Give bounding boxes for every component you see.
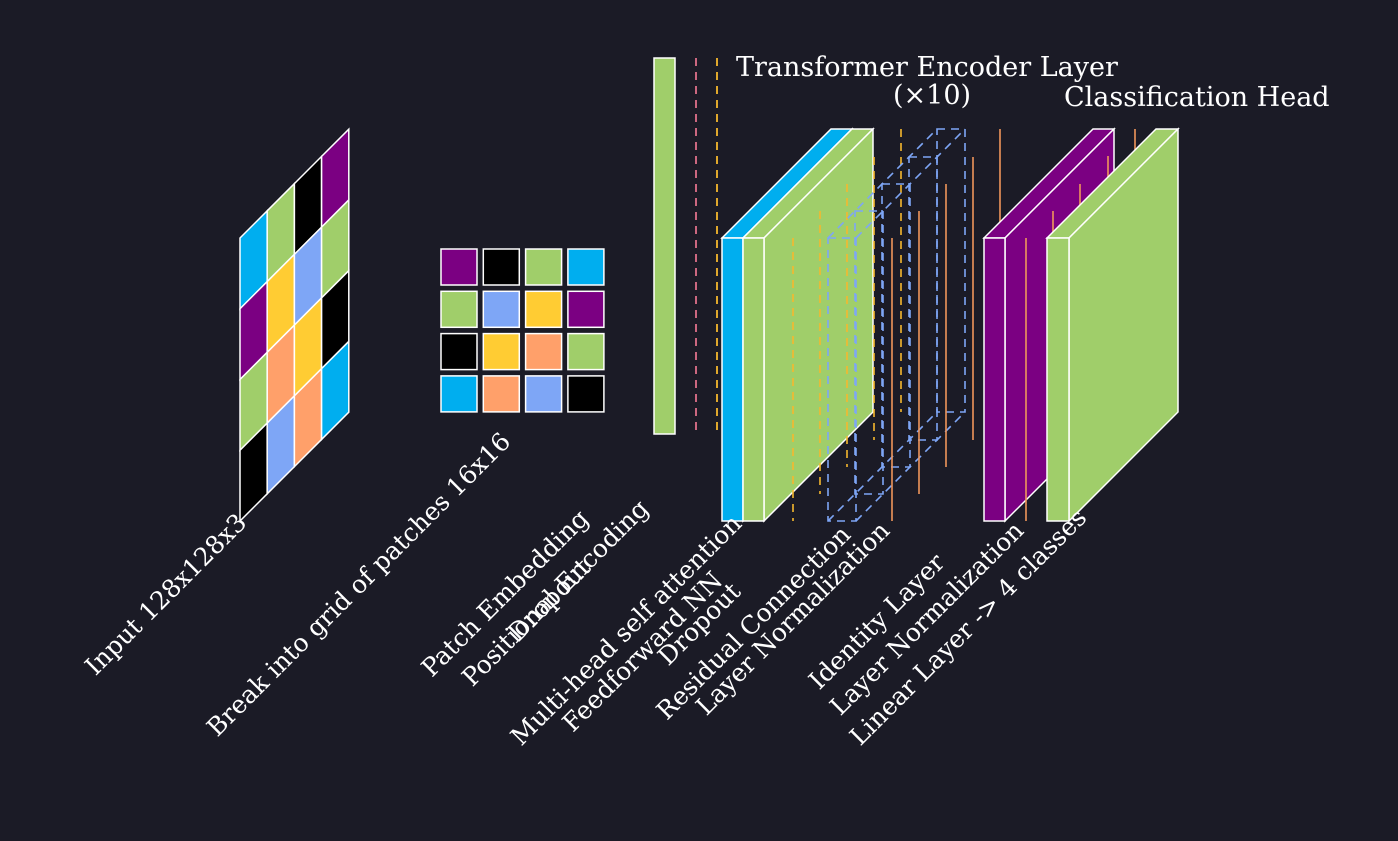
patch-cell (524, 290, 563, 329)
patch-cell (524, 248, 563, 286)
patch-grid (440, 248, 605, 413)
identity-block-front (983, 237, 1006, 522)
patch-cell (524, 332, 563, 371)
input-label: Input 128x128x3 (79, 508, 252, 681)
patch-cell (567, 375, 605, 413)
input-image-grid (239, 127, 350, 523)
transformer-encoder-block (720, 127, 1001, 523)
head-title: Classification Head (1064, 82, 1330, 113)
patch-cell (440, 375, 478, 413)
patch-cell (482, 248, 521, 286)
patch-cell (482, 332, 521, 371)
encoder-dropout-lines (792, 129, 902, 521)
linear-block-front (1046, 237, 1070, 522)
encoder-repeat: (×10) (893, 80, 971, 111)
patch-cell (440, 332, 478, 371)
embedding-vector (653, 57, 676, 435)
patch-cell (567, 332, 605, 371)
patch-cell (482, 375, 521, 413)
attention-block-front (721, 237, 744, 522)
patch-cell (567, 248, 605, 286)
encoder-title: Transformer Encoder Layer (736, 52, 1118, 83)
embedding-block (653, 57, 718, 435)
patch-cell (524, 375, 563, 413)
feedforward-block-front (742, 237, 765, 522)
patch-cell (482, 290, 521, 329)
input-cell (320, 339, 350, 442)
patch-cell (440, 290, 478, 329)
patch-cell (440, 248, 478, 286)
classification-head-block (982, 127, 1180, 523)
patch-cell (567, 290, 605, 329)
